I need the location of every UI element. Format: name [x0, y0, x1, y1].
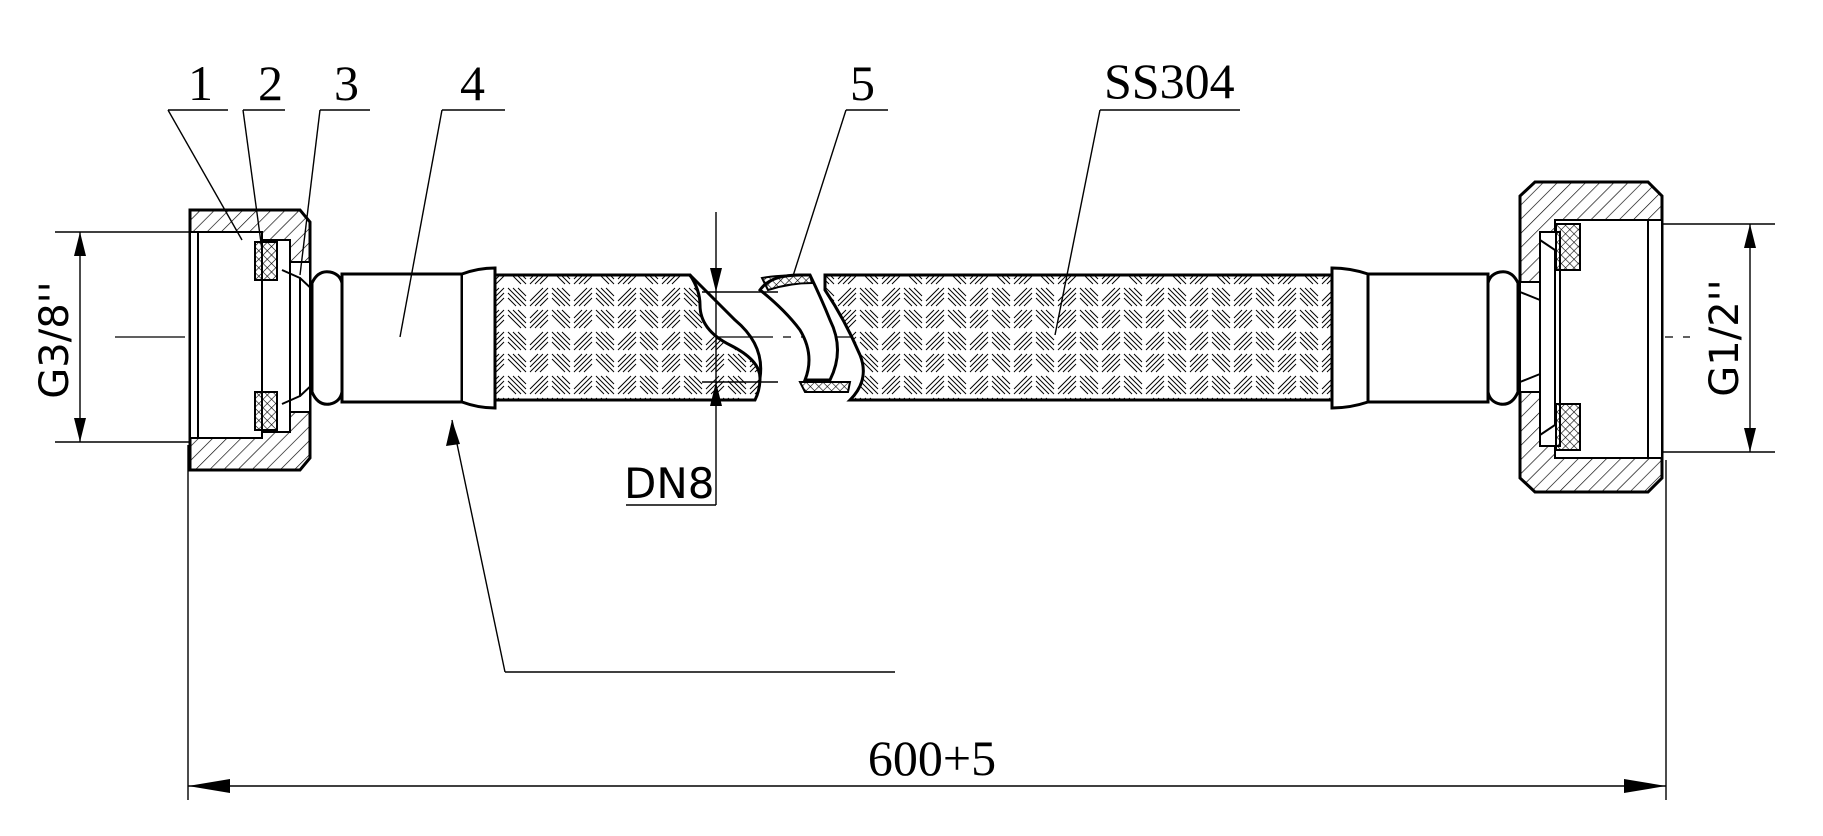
braided-hose-left [493, 273, 762, 402]
left-nut [188, 208, 312, 472]
right-fitting [1330, 266, 1520, 410]
right-washer-top [1555, 223, 1581, 271]
break-section [688, 273, 852, 393]
right-thread-label: G1/2'' [1702, 279, 1748, 396]
left-thread-dimension [55, 231, 190, 443]
right-washer-bottom [1555, 403, 1581, 451]
right-nut [1518, 180, 1664, 494]
braided-hose-right [823, 273, 1334, 402]
length-label: 600+5 [868, 730, 996, 786]
material-label: SS304 [1104, 53, 1235, 109]
callout-leaders [167, 109, 1240, 673]
bore-label: DN8 [624, 459, 714, 508]
callout-1: 1 [188, 55, 213, 111]
callout-4: 4 [460, 55, 485, 111]
overall-length-dimension [187, 445, 1667, 800]
right-ferrule [1519, 239, 1556, 436]
callout-3: 3 [334, 55, 359, 111]
left-washer-bottom [254, 391, 278, 431]
left-washer-top [254, 241, 278, 281]
right-thread-dimension [1662, 223, 1775, 453]
bore-dimension [626, 212, 778, 506]
callout-5: 5 [850, 55, 875, 111]
callout-2: 2 [258, 55, 283, 111]
left-thread-label: G3/8'' [32, 281, 78, 398]
left-fitting [310, 266, 497, 410]
